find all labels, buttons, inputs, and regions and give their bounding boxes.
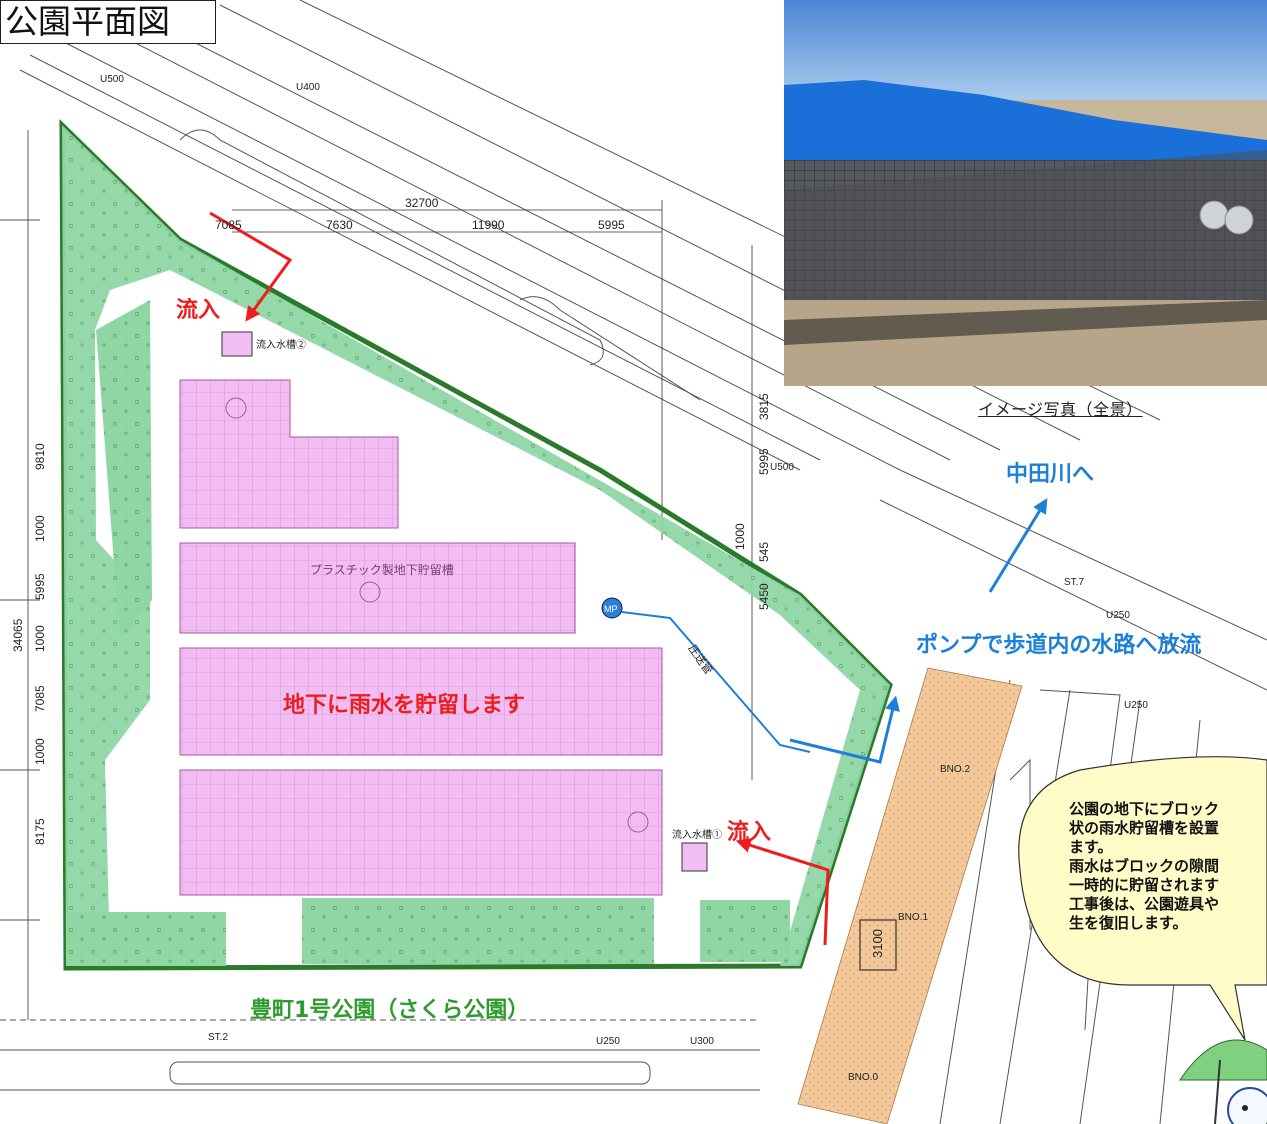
dim-right-4: 5450 xyxy=(757,583,771,610)
dim-right-2: 1000 xyxy=(733,523,747,550)
speech-bubble-text: 公園の地下にブロック 状の雨水貯留槽を設置 ます。 雨水はブロックの隙間 一時的… xyxy=(1069,800,1267,933)
inlet-structures xyxy=(221,331,811,872)
road-label-3: U250 xyxy=(1106,610,1130,621)
dim-left-5: 1000 xyxy=(33,738,47,765)
bubble-line: ます。 xyxy=(1069,838,1113,856)
road-label-6: U250 xyxy=(1124,700,1148,711)
road-label-5: U250 xyxy=(596,1036,620,1047)
inlet-tank-1-label: 流入水槽① xyxy=(672,828,722,841)
road-label-2: U500 xyxy=(770,462,794,473)
dim-left-6: 8175 xyxy=(33,818,47,845)
speech-bubble xyxy=(1018,756,1267,1041)
tank-label: プラスチック製地下貯留槽 xyxy=(310,563,454,577)
dim-top-2: 7630 xyxy=(326,218,353,232)
road-label-1: U400 xyxy=(296,82,320,93)
dim-total: 34065 xyxy=(11,618,25,652)
bubble-line: 生を復旧します。 xyxy=(1069,914,1188,932)
dim-right-1: 5995 xyxy=(757,448,771,475)
pressure-pipe-label: 圧送管 xyxy=(686,642,716,677)
inlet-tank-2-label: 流入水槽② xyxy=(256,338,306,351)
pump-label-text: ポンプで歩道内の水路へ放流 xyxy=(916,633,1202,658)
road-label-7: ST.7 xyxy=(1064,577,1084,588)
dim-left-3: 1000 xyxy=(33,625,47,652)
storage-label: 地下に雨水を貯留します xyxy=(283,693,526,718)
dim-top-1: 7085 xyxy=(215,218,242,232)
dim-left-0: 9810 xyxy=(33,443,47,470)
box-label-2: BNO.0 xyxy=(848,1072,878,1083)
storage-tanks xyxy=(179,379,663,896)
construction-photo xyxy=(784,0,1267,386)
dim-left-1: 1000 xyxy=(33,515,47,542)
mascot-umbrella-icon xyxy=(1179,1039,1267,1124)
photo-caption: イメージ写真（全景） xyxy=(978,400,1143,419)
bubble-line: 工事後は、公園遊具や xyxy=(1069,895,1220,913)
pump-icon xyxy=(601,597,623,619)
dim-left-2: 5995 xyxy=(33,573,47,600)
road-label-4: U300 xyxy=(690,1036,714,1047)
flow-arrows xyxy=(209,211,1048,946)
culvert-band xyxy=(797,667,1023,1124)
river-label: 中田川へ xyxy=(1006,462,1095,487)
inflow-label-top: 流入 xyxy=(176,298,221,323)
box-label-0: BNO.2 xyxy=(940,764,970,775)
dim-top-3: 11990 xyxy=(472,218,505,232)
bubble-line: 雨水はブロックの隙間 xyxy=(1069,857,1220,875)
inflow-label-bottom: 流入 xyxy=(727,820,772,845)
dim-top-4: 5995 xyxy=(598,218,625,232)
road-label-0: U500 xyxy=(100,74,124,85)
page-title: 公園平面図 xyxy=(0,0,216,44)
park-green-area xyxy=(59,119,893,971)
bubble-line: 一時的に貯留されます xyxy=(1069,876,1220,894)
dim-left-4: 7085 xyxy=(33,685,47,712)
dim-top-0: 32700 xyxy=(405,196,439,210)
culvert-dim: 3100 xyxy=(870,929,885,958)
bubble-line: 公園の地下にブロック xyxy=(1069,800,1220,818)
park-name-label: 豊町1号公園（さくら公園） xyxy=(250,998,530,1023)
box-label-1: BNO.1 xyxy=(898,912,928,923)
pump-label: MP xyxy=(604,604,618,614)
dim-right-0: 3815 xyxy=(757,393,771,420)
bubble-line: 状の雨水貯留槽を設置 xyxy=(1069,819,1220,837)
road-label-8: ST.2 xyxy=(208,1032,228,1043)
dim-right-3: 545 xyxy=(757,542,771,562)
